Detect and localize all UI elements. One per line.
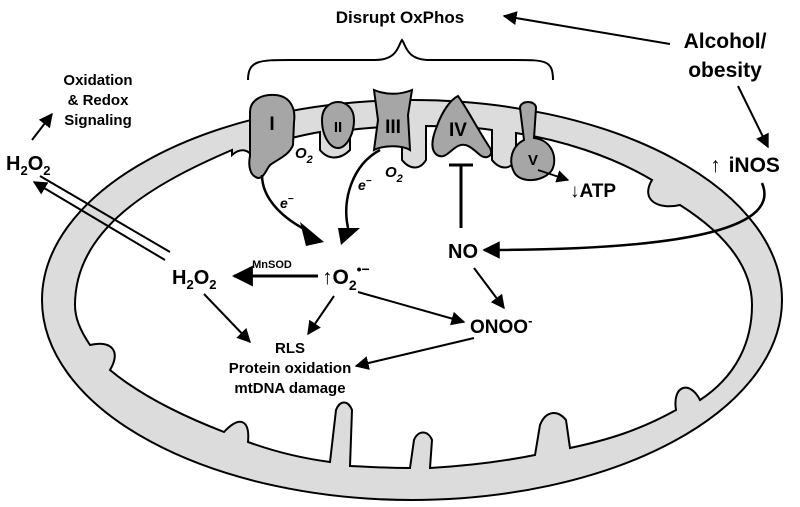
alcohol-label: Alcohol/ — [684, 30, 767, 53]
o2-label-complex-i: O2 — [295, 145, 313, 166]
arrow-superoxide-to-damage — [307, 295, 335, 336]
complex-iii-label: III — [385, 117, 401, 138]
complex-ii-label: II — [334, 119, 342, 136]
arrow-no-to-onoo — [473, 267, 505, 310]
electron-arrowhead-complex-iii — [338, 228, 360, 245]
redox-label: & Redox — [68, 92, 130, 109]
complex-i: I — [248, 93, 296, 180]
mnsod-label: MnSOD — [252, 259, 292, 271]
arrow-onoo-to-damage — [354, 337, 475, 370]
electron-label-left: e− — [280, 194, 294, 211]
obesity-label: obesity — [688, 59, 762, 82]
arrow-alcohol-to-oxphos — [502, 11, 671, 45]
arrow-h2o2-diffusion-out — [32, 181, 166, 261]
arrow-h2o2-diffusion-in — [39, 175, 171, 253]
arrow-h2o2-to-damage — [203, 293, 251, 344]
complex-iv-label: IV — [449, 120, 467, 141]
oxidation-label: Oxidation — [63, 72, 132, 89]
signaling-label: Signaling — [64, 112, 132, 129]
electron-arrowhead-complex-i — [300, 222, 324, 246]
arrow-superoxide-to-onoo — [357, 291, 466, 326]
arrow-inos-to-no — [482, 182, 766, 259]
complex-i-label: I — [269, 114, 274, 135]
mtdna-damage-label: mtDNA damage — [234, 380, 345, 397]
no-label: NO — [448, 241, 478, 263]
superoxide-label: ↑O2•− — [322, 261, 370, 293]
h2o2-outer-label: H2O2 — [6, 153, 50, 178]
atp-label: ↓ATP — [570, 181, 616, 202]
complex-v-label: V — [528, 152, 538, 169]
rls-label: RLS — [275, 340, 305, 357]
disrupt-oxphos-title: Disrupt OxPhos — [336, 8, 464, 27]
h2o2-inner-label: H2O2 — [172, 267, 216, 292]
complexes-brace — [247, 38, 554, 81]
electron-label-right: e− — [358, 176, 372, 193]
inner-membrane — [73, 124, 754, 470]
arrow-h2o2-to-signaling — [31, 112, 53, 141]
arrow-alcohol-to-inos — [737, 85, 769, 149]
protein-oxidation-label: Protein oxidation — [229, 360, 352, 377]
complex-ii: II — [320, 100, 356, 150]
electron-arrow-complex-iii — [345, 148, 381, 229]
complex-iv: IV — [431, 94, 492, 159]
o2-label-complex-iii: O2 — [385, 164, 403, 185]
onoo-label: ONOO- — [470, 313, 532, 338]
inos-label: ↑iNOS — [710, 154, 780, 177]
complex-v: V — [510, 101, 556, 181]
arrow-complex-v-to-atp — [537, 169, 570, 183]
complex-iii: III — [372, 88, 414, 152]
